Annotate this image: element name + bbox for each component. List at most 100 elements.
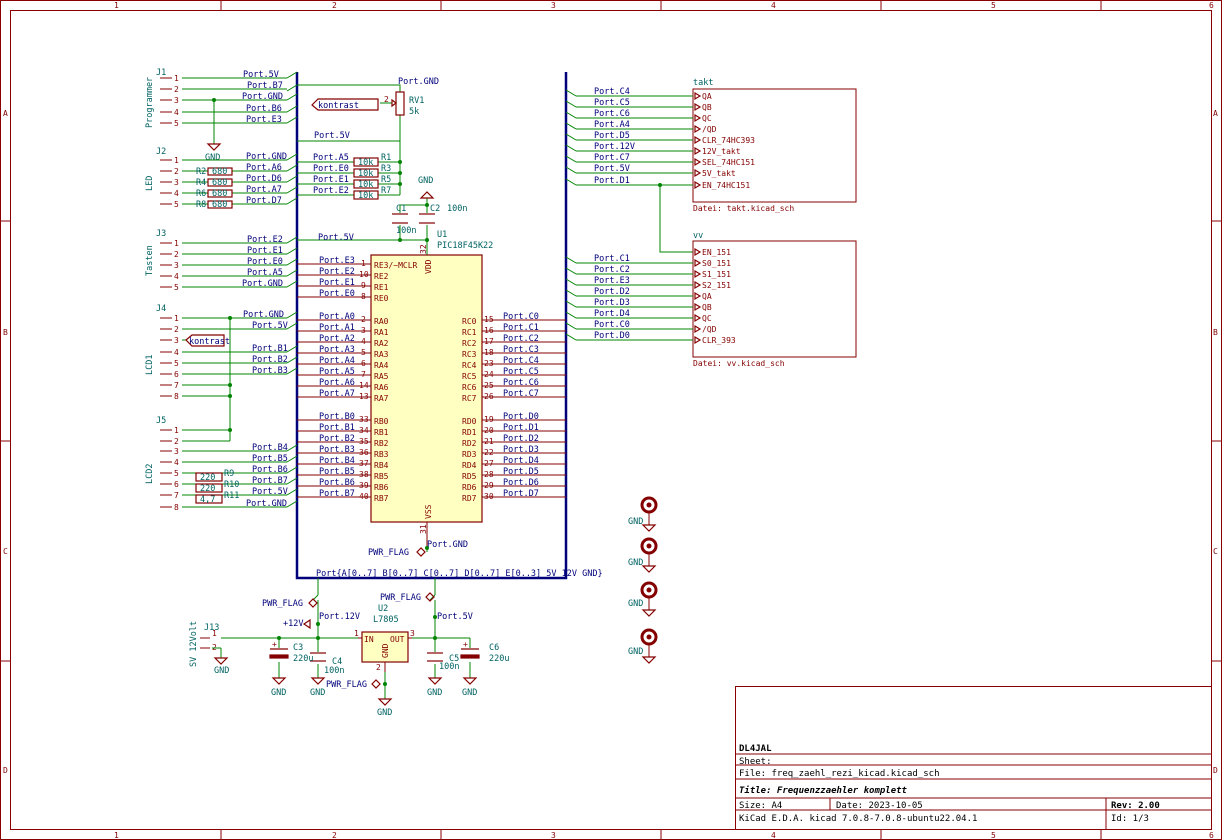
j3-net-5: Port.GND bbox=[242, 279, 283, 289]
ruler-col-2-bottom: 2 bbox=[332, 831, 337, 840]
j3-name: Tasten bbox=[145, 245, 155, 276]
tb-size: Size: A4 bbox=[739, 801, 782, 811]
takt-pin-en: EN_74HC151 bbox=[702, 181, 750, 190]
ruler-col-4-bottom: 4 bbox=[771, 831, 776, 840]
u1-net-e2: Port.E2 bbox=[319, 267, 355, 277]
u1-net-b1: Port.B1 bbox=[319, 423, 355, 433]
u1-net-c4: Port.C4 bbox=[503, 356, 539, 366]
ruler-row-a-right: A bbox=[1213, 109, 1218, 118]
u1-pin-name-ra5: RA5 bbox=[374, 372, 389, 381]
u1-pin-name-rc1: RC1 bbox=[462, 328, 477, 337]
ruler-col-1-top: 1 bbox=[114, 1, 119, 10]
svg-text:+: + bbox=[463, 640, 468, 649]
u1-net-a7: Port.A7 bbox=[319, 389, 355, 399]
u1-pin-30: 30 bbox=[484, 492, 494, 501]
j13-gnd: GND bbox=[214, 666, 229, 676]
takt-pin-qc: QC bbox=[702, 114, 712, 123]
u1-net-b5: Port.B5 bbox=[319, 467, 355, 477]
vv-net-6: Port.D3 bbox=[594, 298, 630, 308]
u2-pin-2: 2 bbox=[376, 663, 381, 672]
u1-pin-14: 14 bbox=[359, 381, 369, 390]
u1-pin-7: 7 bbox=[361, 370, 366, 379]
r11-value: 4,7 bbox=[200, 495, 215, 505]
u1-pin-9: 9 bbox=[361, 281, 366, 290]
u2-value: L7805 bbox=[373, 615, 399, 625]
vv-sheet-file: Datei: vv.kicad_sch bbox=[693, 359, 785, 368]
j2-pin-5: 5 bbox=[174, 200, 179, 209]
r10-value: 220 bbox=[200, 484, 215, 494]
u1-pin-28: 28 bbox=[484, 470, 494, 479]
j2-pin-2: 2 bbox=[174, 167, 179, 176]
r9-value: 220 bbox=[200, 473, 215, 483]
j4-net-2: Port.5V bbox=[252, 321, 288, 331]
u1-pin-33: 33 bbox=[359, 415, 369, 424]
u1-pin-27: 27 bbox=[484, 459, 494, 468]
u1-net-a4: Port.A4 bbox=[319, 356, 355, 366]
u1-pin-4: 4 bbox=[361, 337, 366, 346]
u1-pin-17: 17 bbox=[484, 337, 494, 346]
sheet-takt[interactable]: takt Datei: takt.kicad_sch Port.C4 Port.… bbox=[565, 78, 857, 253]
u1-net-a5: Port.A5 bbox=[319, 367, 355, 377]
j13-name: SV 12Volt bbox=[189, 621, 199, 667]
u1-pin-name-re3: RE3/~MCLR bbox=[374, 261, 418, 270]
u1-net-b4: Port.B4 bbox=[319, 456, 355, 466]
mh3-gnd: GND bbox=[628, 599, 643, 609]
u1-net-c3: Port.C3 bbox=[503, 345, 539, 355]
lcd2-net-5: Port.B6 bbox=[252, 465, 288, 475]
u1-net-b2: Port.B2 bbox=[319, 434, 355, 444]
tb-date: Date: 2023-10-05 bbox=[836, 801, 923, 811]
j2-pin-1: 1 bbox=[174, 156, 179, 165]
c1-value: 100n bbox=[396, 226, 416, 236]
mh2-gnd: GND bbox=[628, 558, 643, 568]
rv1-ref: RV1 bbox=[409, 96, 424, 106]
c5-gnd: GND bbox=[427, 688, 442, 698]
vv-net-2: Port.C1 bbox=[594, 254, 630, 264]
connector-j3: J3 Tasten 1 2 3 4 5 Port.E2 Port.E1 Port… bbox=[145, 229, 287, 292]
lcd2-net-6: Port.B7 bbox=[252, 476, 288, 486]
rv1-pin-2: 2 bbox=[384, 95, 389, 104]
j3-net-3: Port.E0 bbox=[247, 257, 283, 267]
rin-net-3: Port.E1 bbox=[313, 175, 349, 185]
ruler-col-3-top: 3 bbox=[551, 1, 556, 10]
takt-net-2: Port.C5 bbox=[594, 98, 630, 108]
u1-net-a0: Port.A0 bbox=[319, 312, 355, 322]
j4-pin-1: 1 bbox=[174, 314, 179, 323]
u1-pin-name-rc6: RC6 bbox=[462, 383, 477, 392]
tb-file: File: freq_zaehl_rezi_kicad.kicad_sch bbox=[739, 769, 939, 779]
u1-net-e0: Port.E0 bbox=[319, 289, 355, 299]
sheet-vv[interactable]: vv Datei: vv.kicad_sch Port.C1 Port.C2 P… bbox=[565, 231, 857, 368]
u1-pin-name-rb6: RB6 bbox=[374, 483, 389, 492]
u1-pin-37: 37 bbox=[359, 459, 369, 468]
caps-gnd: GND bbox=[418, 176, 433, 186]
u1-net-e3: Port.E3 bbox=[319, 256, 355, 266]
u1-pin-name-rc3: RC3 bbox=[462, 350, 477, 359]
u1-pin-18: 18 bbox=[484, 348, 494, 357]
j2-net-5: Port.D7 bbox=[246, 196, 282, 206]
c5-value: 100n bbox=[439, 662, 459, 672]
vv-net-5: Port.D2 bbox=[594, 287, 630, 297]
u1-net-c7: Port.C7 bbox=[503, 389, 539, 399]
u1-pin-35: 35 bbox=[359, 437, 369, 446]
takt-sheet-name: takt bbox=[693, 78, 713, 88]
takt-pin-qb: QB bbox=[702, 103, 712, 112]
u1-net-b0: Port.B0 bbox=[319, 412, 355, 422]
j1-gnd: GND bbox=[205, 153, 220, 163]
kontrast-pot: kontrast 2 RV1 5k Port.GND Port.5V bbox=[297, 77, 439, 142]
u1-pin-25: 25 bbox=[484, 381, 494, 390]
tb-id: Id: 1/3 bbox=[1111, 814, 1149, 824]
u1-net-a3: Port.A3 bbox=[319, 345, 355, 355]
r2-ref: R2 bbox=[196, 167, 206, 177]
u1-vss: VSS bbox=[424, 504, 433, 519]
takt-pin-12v: 12V_takt bbox=[702, 147, 741, 156]
u1-pin-21: 21 bbox=[484, 437, 494, 446]
power-supply: J13 SV 12Volt 1 2 GND PWR_FLAG +12V Port… bbox=[189, 578, 509, 718]
ruler-col-4-top: 4 bbox=[771, 1, 776, 10]
mh1-gnd: GND bbox=[628, 517, 643, 527]
u2-out: OUT bbox=[390, 635, 405, 644]
j4-pin-5: 5 bbox=[174, 359, 179, 368]
ruler-labels: 1 2 3 4 5 6 1 2 3 4 5 6 A B C D A B C D bbox=[3, 1, 1218, 840]
lcd2-net-4: Port.B5 bbox=[252, 454, 288, 464]
ruler-row-d-left: D bbox=[3, 766, 8, 775]
takt-pin-sel: SEL_74HC151 bbox=[702, 158, 755, 167]
j2-ref: J2 bbox=[156, 147, 166, 157]
